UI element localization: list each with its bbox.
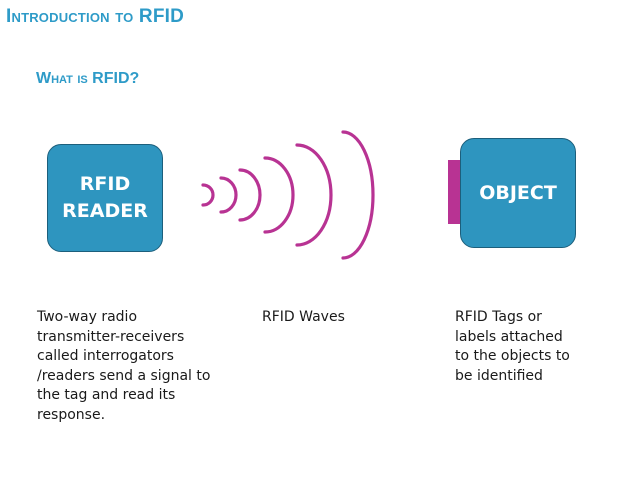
- rfid-reader-box: RFID READER: [47, 144, 163, 252]
- wave-arc-3: [238, 168, 262, 222]
- wave-arc-2: [219, 176, 238, 214]
- section-subtitle: What is RFID?: [36, 70, 140, 87]
- reader-description: Two-way radio transmitter-receivers call…: [37, 309, 211, 423]
- object-description: RFID Tags or labels attached to the obje…: [455, 309, 570, 384]
- object-box: OBJECT: [460, 138, 576, 248]
- rfid-reader-label: RFID READER: [62, 173, 148, 222]
- radio-waves-icon: [201, 130, 375, 260]
- rfid-tag-icon: [448, 160, 460, 224]
- page-title: Introduction to RFID: [6, 6, 185, 27]
- wave-arc-4: [263, 156, 295, 234]
- waves-description: RFID Waves: [262, 309, 345, 325]
- wave-arc-6: [341, 130, 375, 260]
- wave-arc-5: [295, 143, 333, 247]
- wave-arc-1: [201, 183, 215, 207]
- object-label: OBJECT: [479, 182, 557, 204]
